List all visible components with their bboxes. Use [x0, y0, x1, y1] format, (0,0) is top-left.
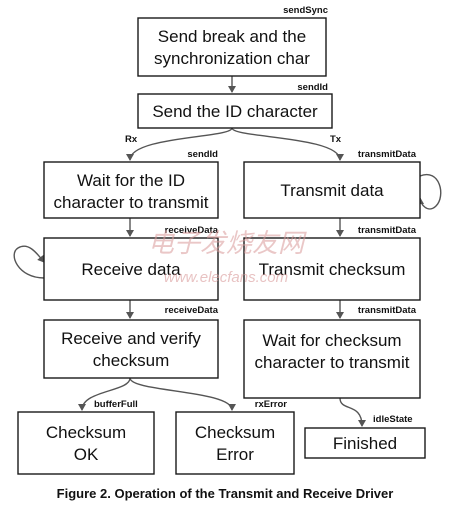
arrow-sendid-to-transmit [231, 127, 344, 161]
label-idlestate: idleState [373, 414, 413, 425]
node-receive-verify: Receive and verify checksum [43, 319, 219, 379]
node-send-sync: Send break and the synchronization char [137, 17, 327, 77]
arrow-verify-to-error [129, 377, 236, 411]
node-wait-id: Wait for the ID character to transmit [43, 161, 219, 219]
node-text: Wait for the ID [77, 171, 185, 190]
node-box [137, 17, 327, 77]
node-text: Transmit checksum [259, 260, 406, 279]
node-text: Send break and the [158, 27, 306, 46]
node-box [243, 319, 421, 399]
label-transmitdata-1: transmitData [358, 149, 417, 160]
node-text: Send the ID character [152, 102, 318, 121]
node-text: Receive and verify [61, 329, 201, 348]
arrow-verify-to-ok [78, 377, 131, 411]
node-text: Wait for checksum [262, 331, 401, 350]
node-box [43, 237, 219, 301]
figure-caption: Figure 2. Operation of the Transmit and … [57, 486, 394, 501]
self-loop-receive [13, 245, 45, 279]
node-transmit-data: Transmit data [243, 161, 421, 219]
node-text: Checksum [195, 423, 275, 442]
watermark: 电子发烧友网 www.elecfans.com [148, 229, 307, 286]
label-transmitdata-2: transmitData [358, 225, 417, 236]
label-transmitdata-3: transmitData [358, 305, 417, 316]
node-text: Error [216, 445, 254, 464]
label-sendid-left: sendId [187, 149, 218, 160]
node-box [137, 93, 333, 129]
node-receive-data: Receive data [43, 237, 219, 301]
label-receivedata-2: receiveData [165, 305, 219, 316]
connectors [13, 76, 442, 427]
node-text: Transmit data [280, 181, 384, 200]
node-text: character to transmit [255, 353, 410, 372]
watermark-chinese: 电子发烧友网 [148, 229, 307, 259]
label-bufferfull: bufferFull [94, 399, 138, 410]
node-box [43, 319, 219, 379]
transition-labels: sendSync sendId Rx Tx sendId transmitDat… [94, 5, 417, 425]
node-checksum-error: Checksum Error [175, 411, 295, 475]
node-text: OK [74, 445, 99, 464]
label-sendsync: sendSync [283, 5, 328, 16]
node-text: Finished [333, 434, 397, 453]
node-finished: Finished [304, 427, 426, 459]
node-transmit-checksum: Transmit checksum [243, 237, 421, 301]
node-box [43, 161, 219, 219]
label-rx: Rx [125, 134, 138, 145]
node-send-id: Send the ID character [137, 93, 333, 129]
node-box [243, 237, 421, 301]
arrow-wait-to-finished [339, 397, 366, 427]
node-text: synchronization char [154, 49, 310, 68]
node-box [243, 161, 421, 219]
node-text: Checksum [46, 423, 126, 442]
node-box [304, 427, 426, 459]
node-box [175, 411, 295, 475]
node-text: character to transmit [54, 193, 209, 212]
node-box [17, 411, 155, 475]
node-text: Receive data [81, 260, 181, 279]
arrow-sendid-to-wait [126, 127, 233, 161]
self-loop-transmit [416, 173, 442, 210]
node-text: checksum [93, 351, 170, 370]
label-rxerror: rxError [255, 399, 288, 410]
watermark-url: www.elecfans.com [164, 269, 288, 286]
label-sendid-top: sendId [297, 82, 328, 93]
node-checksum-ok: Checksum OK [17, 411, 155, 475]
label-receivedata-1: receiveData [165, 225, 219, 236]
label-tx: Tx [330, 134, 342, 145]
node-wait-checksum: Wait for checksum character to transmit [243, 319, 421, 399]
